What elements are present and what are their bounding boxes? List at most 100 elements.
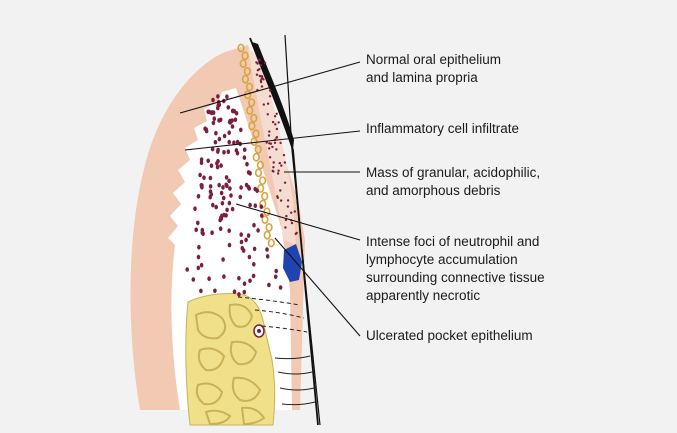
cell-dot [221, 257, 225, 262]
debris-dot [266, 113, 269, 116]
debris-dot [290, 221, 294, 225]
cell-dot [232, 289, 237, 295]
cell-dot [208, 184, 213, 189]
cell-dot [222, 150, 226, 155]
alveolar-bone [185, 293, 276, 426]
cell-dot [237, 292, 241, 297]
cell-dot [224, 213, 228, 218]
debris-dot [277, 169, 280, 172]
cell-dot [199, 160, 204, 166]
label-ulcerated-epithelium: Ulcerated pocket epithelium [366, 327, 533, 345]
cell-dot [240, 245, 245, 251]
inflammatory-ring [250, 113, 258, 123]
cell-dot [219, 190, 224, 196]
cell-dot [242, 281, 247, 287]
cell-dot [245, 161, 249, 167]
debris-dot [273, 141, 277, 144]
cell-dot [234, 111, 239, 116]
cell-dot [265, 254, 270, 259]
debris-dot [268, 147, 271, 150]
cell-dot [227, 178, 231, 184]
cell-dot [232, 140, 236, 145]
cell-dot [246, 184, 251, 190]
cell-dot [252, 246, 257, 252]
inflammatory-ring [250, 137, 258, 146]
inflammatory-ring [246, 106, 254, 115]
label-line: lymphocyte accumulation [366, 252, 518, 267]
cell-dot [238, 194, 243, 200]
inflammatory-ring [248, 121, 256, 131]
inflammatory-ring [239, 59, 247, 68]
debris-dot [274, 123, 277, 126]
cell-dot [229, 193, 233, 198]
cell-dot [209, 192, 214, 197]
cell-dot [218, 217, 222, 223]
debris-dot [275, 127, 279, 131]
debris-dot [283, 161, 287, 164]
label-line: Normal oral epithelium [366, 52, 502, 67]
cell-dot [191, 277, 196, 282]
leader-inflammatory-infiltrate [184, 130, 361, 151]
inflammatory-ring [252, 129, 260, 139]
debris-dot [290, 211, 293, 214]
cell-dot [273, 274, 278, 280]
leader-ulcerated-epithelium [274, 237, 361, 337]
cell-dot [220, 201, 225, 206]
cell-dot [248, 278, 252, 284]
cell-dot [225, 207, 229, 213]
cell-dot [235, 139, 240, 145]
cell-dot [222, 274, 226, 279]
cell-dot [239, 185, 243, 190]
debris-dot [272, 161, 275, 164]
cell-dot [196, 254, 201, 260]
cell-dot [227, 200, 232, 206]
label-debris-mass: Mass of granular, acidophilic, and amorp… [366, 164, 540, 200]
cell-dot [224, 182, 228, 188]
debris-dot [268, 130, 271, 133]
cell-dot [203, 126, 207, 131]
cell-dot [222, 133, 227, 139]
debris-dot [268, 156, 272, 159]
cell-dots [185, 58, 298, 297]
debris-dot [260, 85, 264, 88]
debris-dot [273, 115, 277, 118]
inflammatory-ring [265, 222, 273, 232]
debris-dot [282, 153, 286, 157]
cell-dot [237, 276, 241, 281]
cell-dot [225, 94, 229, 99]
cell-dot [213, 139, 218, 145]
cell-dot [278, 285, 283, 290]
cell-dot [185, 267, 189, 272]
cell-dot [207, 276, 211, 282]
cell-dot [244, 237, 248, 243]
debris-dot [283, 181, 287, 184]
cell-dot [227, 242, 232, 248]
inflammatory-ring [254, 168, 263, 178]
cell-dot [211, 202, 215, 208]
cell-dot [239, 239, 244, 245]
leader-neutrophil-foci [235, 203, 361, 241]
debris-dot [275, 112, 278, 116]
debris-dot [294, 232, 297, 236]
debris-dot [271, 145, 274, 149]
label-line: Inflammatory cell infiltrate [366, 121, 520, 136]
cell-dot [210, 146, 215, 152]
label-line: Intense foci of neutrophil and [366, 234, 540, 249]
debris-dot [276, 172, 280, 175]
calculus-deposit [252, 42, 294, 150]
cell-dot [210, 230, 214, 235]
inflammatory-ring [245, 82, 254, 92]
debris-dot [267, 134, 271, 137]
debris-dot [279, 189, 282, 192]
label-line: Mass of granular, acidophilic, [366, 165, 541, 180]
debris-dot [262, 103, 265, 106]
debris-dot [279, 199, 283, 202]
debris-dot [275, 136, 279, 139]
cell-dot [274, 268, 279, 274]
inflammatory-ring [254, 144, 262, 154]
cell-dot [226, 105, 231, 110]
cell-dot [247, 254, 252, 260]
cell-dot [248, 202, 252, 208]
label-line: surrounding connective tissue [366, 270, 545, 285]
cell-dot [242, 147, 247, 152]
